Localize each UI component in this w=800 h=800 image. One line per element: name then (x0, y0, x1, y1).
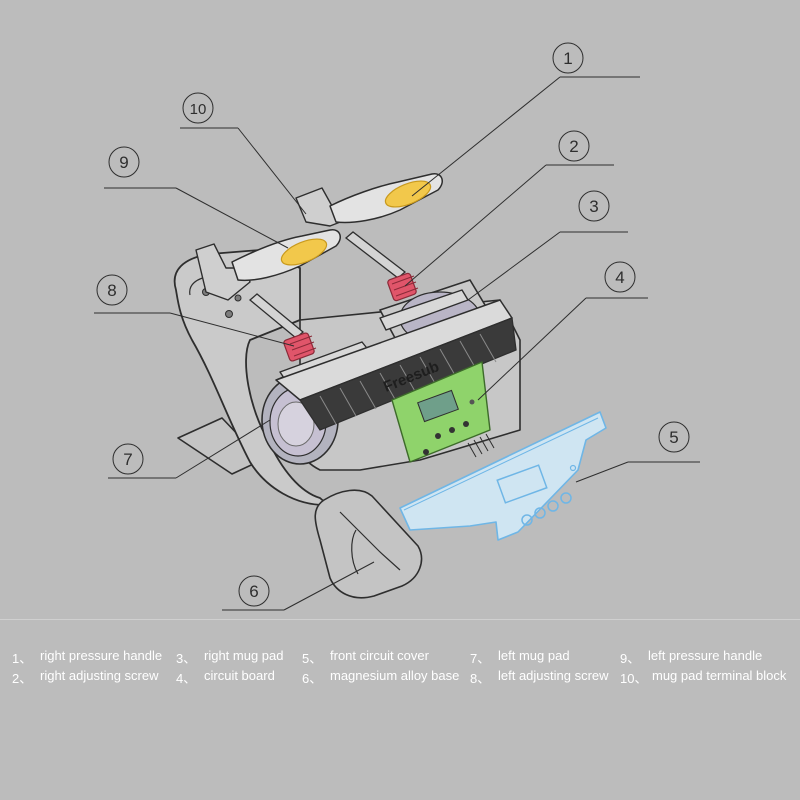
callout-6: 6 (238, 575, 270, 607)
front-circuit-cover (399, 411, 607, 541)
callout-1: 1 (552, 42, 584, 74)
right-pressure-handle (329, 173, 443, 224)
callout-9: 9 (108, 146, 140, 178)
svg-text:6: 6 (249, 582, 258, 601)
left-adjusting-screw (283, 332, 317, 362)
left-pressure-handle (231, 229, 341, 282)
callout-10: 10 (182, 92, 214, 124)
parts-legend: 1、 right pressure handle 3、 right mug pa… (12, 648, 787, 686)
svg-text:7: 7 (123, 450, 132, 469)
svg-text:1: 1 (563, 49, 572, 68)
svg-text:10: 10 (190, 101, 207, 118)
svg-text:5: 5 (669, 428, 678, 447)
svg-text:8: 8 (107, 281, 116, 300)
right-adjusting-screw (387, 272, 419, 302)
circuit-board (391, 361, 495, 463)
svg-text:9: 9 (119, 153, 128, 172)
svg-text:3: 3 (589, 197, 598, 216)
callout-7: 7 (112, 443, 144, 475)
svg-text:4: 4 (615, 268, 624, 287)
svg-text:2: 2 (569, 137, 578, 156)
callout-3: 3 (578, 190, 610, 222)
callout-4: 4 (604, 261, 636, 293)
callout-5: 5 (658, 421, 690, 453)
callout-2: 2 (558, 130, 590, 162)
exploded-view-diagram: Freesub (94, 42, 700, 611)
heater-housing: Freesub (275, 299, 517, 431)
callout-8: 8 (96, 274, 128, 306)
leader-lines (94, 76, 700, 611)
divider (0, 619, 800, 620)
